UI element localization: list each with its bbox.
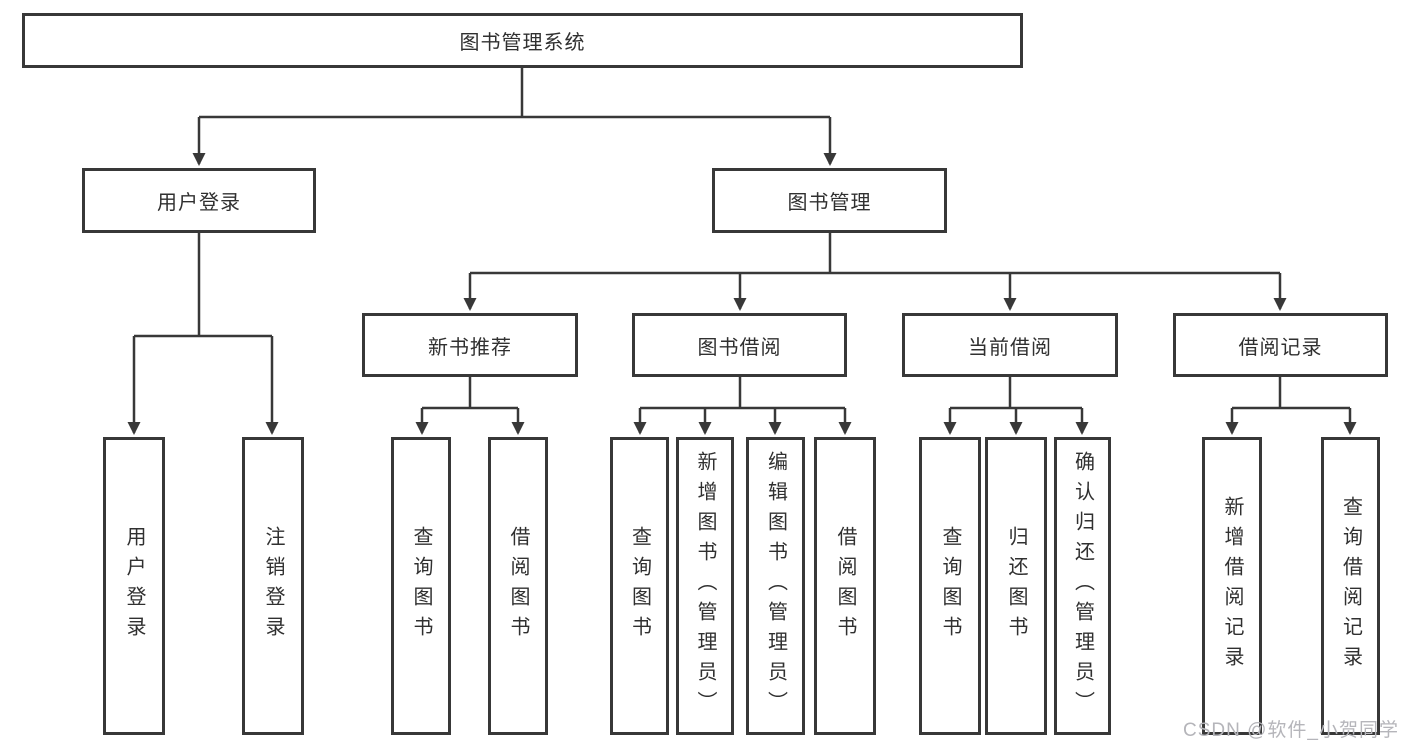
node-label: 借阅图书 [834, 526, 856, 646]
node-label: 查询借阅记录 [1339, 496, 1362, 676]
node-label: 用户登录 [157, 192, 241, 214]
node-label: 注销登录 [262, 526, 284, 646]
node-label: 编辑图书（管理员） [764, 451, 787, 721]
leaf-add-book-admin: 新增图书（管理员） [676, 437, 734, 735]
node-book-management: 图书管理 [712, 168, 947, 233]
node-label: 查询图书 [939, 526, 961, 646]
node-label: 当前借阅 [968, 336, 1052, 359]
node-label: 新书推荐 [428, 336, 512, 359]
leaf-query-books-2: 查询图书 [610, 437, 669, 735]
node-label: 确认归还（管理员） [1071, 451, 1094, 721]
leaf-query-books-1: 查询图书 [391, 437, 451, 735]
node-user-login: 用户登录 [82, 168, 316, 233]
node-label: 查询图书 [628, 526, 651, 646]
node-book-borrow: 图书借阅 [632, 313, 847, 377]
node-label: 查询图书 [410, 526, 432, 646]
node-label: 图书借阅 [697, 336, 782, 359]
leaf-return-book: 归还图书 [985, 437, 1047, 735]
leaf-query-books-3: 查询图书 [919, 437, 981, 735]
leaf-query-borrow-record: 查询借阅记录 [1321, 437, 1380, 735]
leaf-edit-book-admin: 编辑图书（管理员） [746, 437, 805, 735]
node-label: 新增图书（管理员） [694, 451, 716, 721]
node-label: 借阅记录 [1238, 336, 1323, 359]
node-label: 借阅图书 [507, 526, 529, 646]
node-label: 图书管理系统 [459, 32, 586, 54]
node-borrow-records: 借阅记录 [1173, 313, 1388, 377]
node-label: 归还图书 [1005, 526, 1027, 646]
leaf-borrow-books-1: 借阅图书 [488, 437, 548, 735]
node-label: 用户登录 [123, 526, 145, 646]
leaf-borrow-books-2: 借阅图书 [814, 437, 876, 735]
node-current-borrow: 当前借阅 [902, 313, 1118, 377]
leaf-confirm-return-admin: 确认归还（管理员） [1054, 437, 1111, 735]
leaf-add-borrow-record: 新增借阅记录 [1202, 437, 1262, 735]
node-root-system: 图书管理系统 [22, 13, 1023, 68]
node-new-book-recommend: 新书推荐 [362, 313, 578, 377]
leaf-logout: 注销登录 [242, 437, 304, 735]
connector-trunks [134, 68, 1350, 410]
csdn-watermark: CSDN @软件_小贺同学 [1183, 720, 1399, 741]
leaf-user-login: 用户登录 [103, 437, 165, 735]
node-label: 新增借阅记录 [1221, 496, 1243, 676]
node-label: 图书管理 [787, 192, 872, 214]
